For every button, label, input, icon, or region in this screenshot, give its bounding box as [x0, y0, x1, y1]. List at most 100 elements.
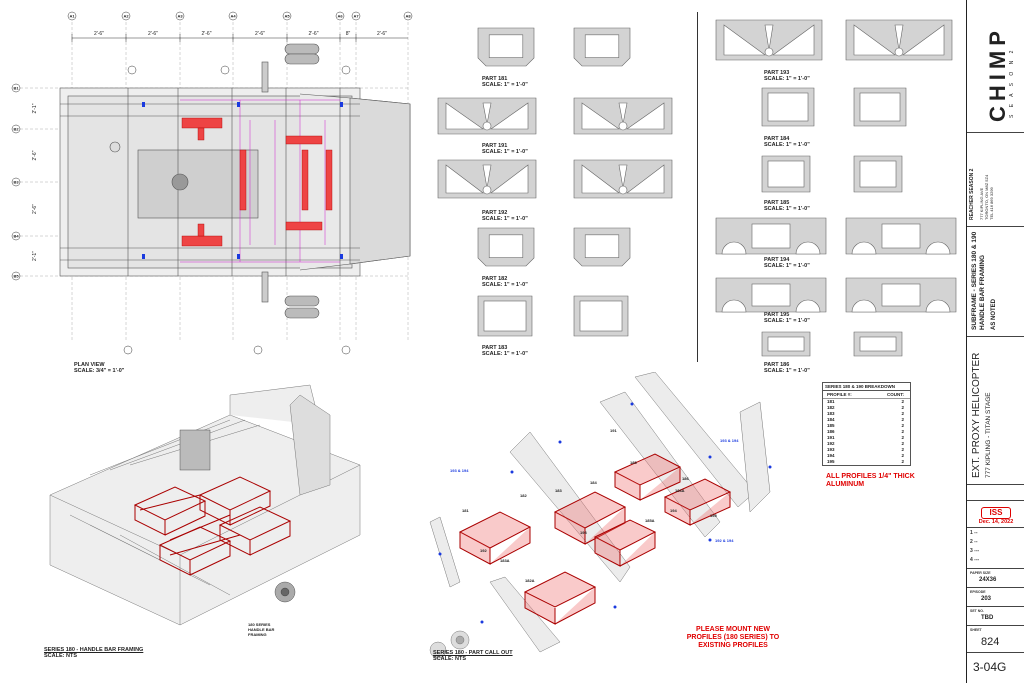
- dim-top-label: 2'-6": [309, 31, 319, 37]
- grid-marker-A7: A7: [351, 11, 361, 21]
- iso2-part-label: 185: [630, 460, 637, 465]
- iso1-title-text: SERIES 180 - HANDLE BAR FRAMING: [44, 647, 144, 653]
- part-number: PART 182: [482, 276, 508, 282]
- profile-number: 185: [827, 423, 835, 428]
- part-scale: SCALE: 1" = 1'-0": [482, 351, 528, 357]
- plan-scale-text: SCALE: 3/4" = 1'-0": [74, 368, 125, 374]
- sheet-label: SHEET: [970, 628, 982, 632]
- title-block: CHIMP S E A S O N 2 REACHER SEASON 2 777…: [966, 0, 1024, 683]
- part-scale: SCALE: 1" = 1'-0": [764, 76, 810, 82]
- profile-count: 2: [901, 423, 904, 428]
- grid-marker-A3: A3: [175, 11, 185, 21]
- sheet-number: 824: [981, 636, 1000, 648]
- grid-marker-A6: A6: [335, 11, 345, 21]
- part-number: PART 195: [764, 312, 790, 318]
- breakdown-title: SERIES 180 & 190 BREAKDOWN: [823, 383, 910, 391]
- profile-number: 181: [827, 399, 835, 404]
- episode-label: EPISODE: [970, 590, 986, 594]
- part-scale: SCALE: 1" = 1'-0": [482, 282, 528, 288]
- svg-text:A7: A7: [353, 14, 359, 19]
- svg-text:B5: B5: [13, 274, 19, 279]
- col-count: COUNT:: [887, 392, 904, 397]
- plan-frame: [59, 43, 411, 319]
- tb-season: REACHER SEASON 2: [969, 168, 975, 220]
- set-no-label: SET NO.: [970, 609, 985, 613]
- part-number: PART 186: [764, 362, 790, 368]
- iso2-part-label: 186A: [675, 488, 685, 493]
- episode: 203: [981, 596, 992, 602]
- plan-title-text: PLAN VIEW: [74, 362, 105, 368]
- part-number: PART 183: [482, 345, 508, 351]
- plan-grid: [71, 22, 409, 340]
- part-profile: [853, 331, 903, 357]
- svg-text:B1: B1: [13, 86, 19, 91]
- part-number: PART 184: [764, 136, 790, 142]
- profile-count: 2: [901, 405, 904, 410]
- svg-text:A8: A8: [405, 14, 411, 19]
- revision-row: 2 --: [970, 539, 978, 545]
- part-profile: [477, 227, 535, 267]
- part-scale: SCALE: 1" = 1'-0": [764, 206, 810, 212]
- revision-row: 1 --: [970, 530, 978, 536]
- revision-row: 4 ---: [970, 557, 980, 563]
- part-profile: [761, 87, 815, 127]
- paper-label: PAPER SIZE: [970, 571, 991, 575]
- part-number: PART 181: [482, 76, 508, 82]
- part-profile: [573, 159, 673, 199]
- iso2-part-label: 191: [610, 428, 617, 433]
- svg-text:A6: A6: [337, 14, 343, 19]
- iso2-part-label: 195: [710, 513, 717, 518]
- profile-number: 182: [827, 405, 835, 410]
- profile-count: 2: [901, 453, 904, 458]
- profile-count: 2: [901, 447, 904, 452]
- part-profile: [761, 331, 811, 357]
- dim-left-label: 2'-6": [32, 150, 38, 160]
- tb-scale: AS NOTED: [991, 298, 997, 330]
- plan-view-title: PLAN VIEW SCALE: 3/4" = 1'-0": [74, 362, 124, 374]
- part-profile: [437, 159, 537, 199]
- logo-season: S E A S O N 2: [1009, 47, 1015, 118]
- part-profile: [573, 227, 631, 267]
- paper-size: 24X36: [979, 577, 997, 583]
- part-profile: [573, 97, 673, 135]
- part-profile: [845, 19, 953, 61]
- iso1-callout: 180 SERIES HANDLE BAR FRAMING: [248, 622, 288, 637]
- iso2-part-label: 185A: [645, 518, 655, 523]
- tb-location: 777 KIPLING - TITAN STAGE: [985, 392, 992, 478]
- issue-date: Dec. 14, 2022: [978, 519, 1014, 525]
- dim-left-label: 2'-1": [32, 103, 38, 113]
- part-profile: [853, 87, 907, 127]
- grid-marker-B4: B4: [11, 231, 21, 241]
- part-profile: [437, 97, 537, 135]
- part-profile: [761, 155, 811, 193]
- dim-top-label: 2'-6": [255, 31, 265, 37]
- dim-top-label: 2'-6": [94, 31, 104, 37]
- grid-marker-A8: A8: [403, 11, 413, 21]
- grid-marker-A4: A4: [228, 11, 238, 21]
- part-profile: [715, 277, 827, 313]
- iso2-part-label: 183A: [500, 558, 510, 563]
- grid-marker-A2: A2: [121, 11, 131, 21]
- iso2-red-frames: [458, 453, 732, 625]
- iso2-part-label: 192 & 194: [715, 538, 734, 543]
- tb-drawing-title: SUBFRAME - SERIES 180 & 190 HANDLE BAR F…: [971, 231, 986, 330]
- plan-profiles: [181, 117, 333, 247]
- profile-number: 186: [827, 429, 835, 434]
- iso2-part-label: 193 & 194: [450, 468, 469, 473]
- profile-count: 2: [901, 441, 904, 446]
- iso-handle-bar-framing: [49, 384, 361, 626]
- col-profile: PROFILE #:: [827, 392, 852, 397]
- iso2-part-label: 193: [580, 530, 587, 535]
